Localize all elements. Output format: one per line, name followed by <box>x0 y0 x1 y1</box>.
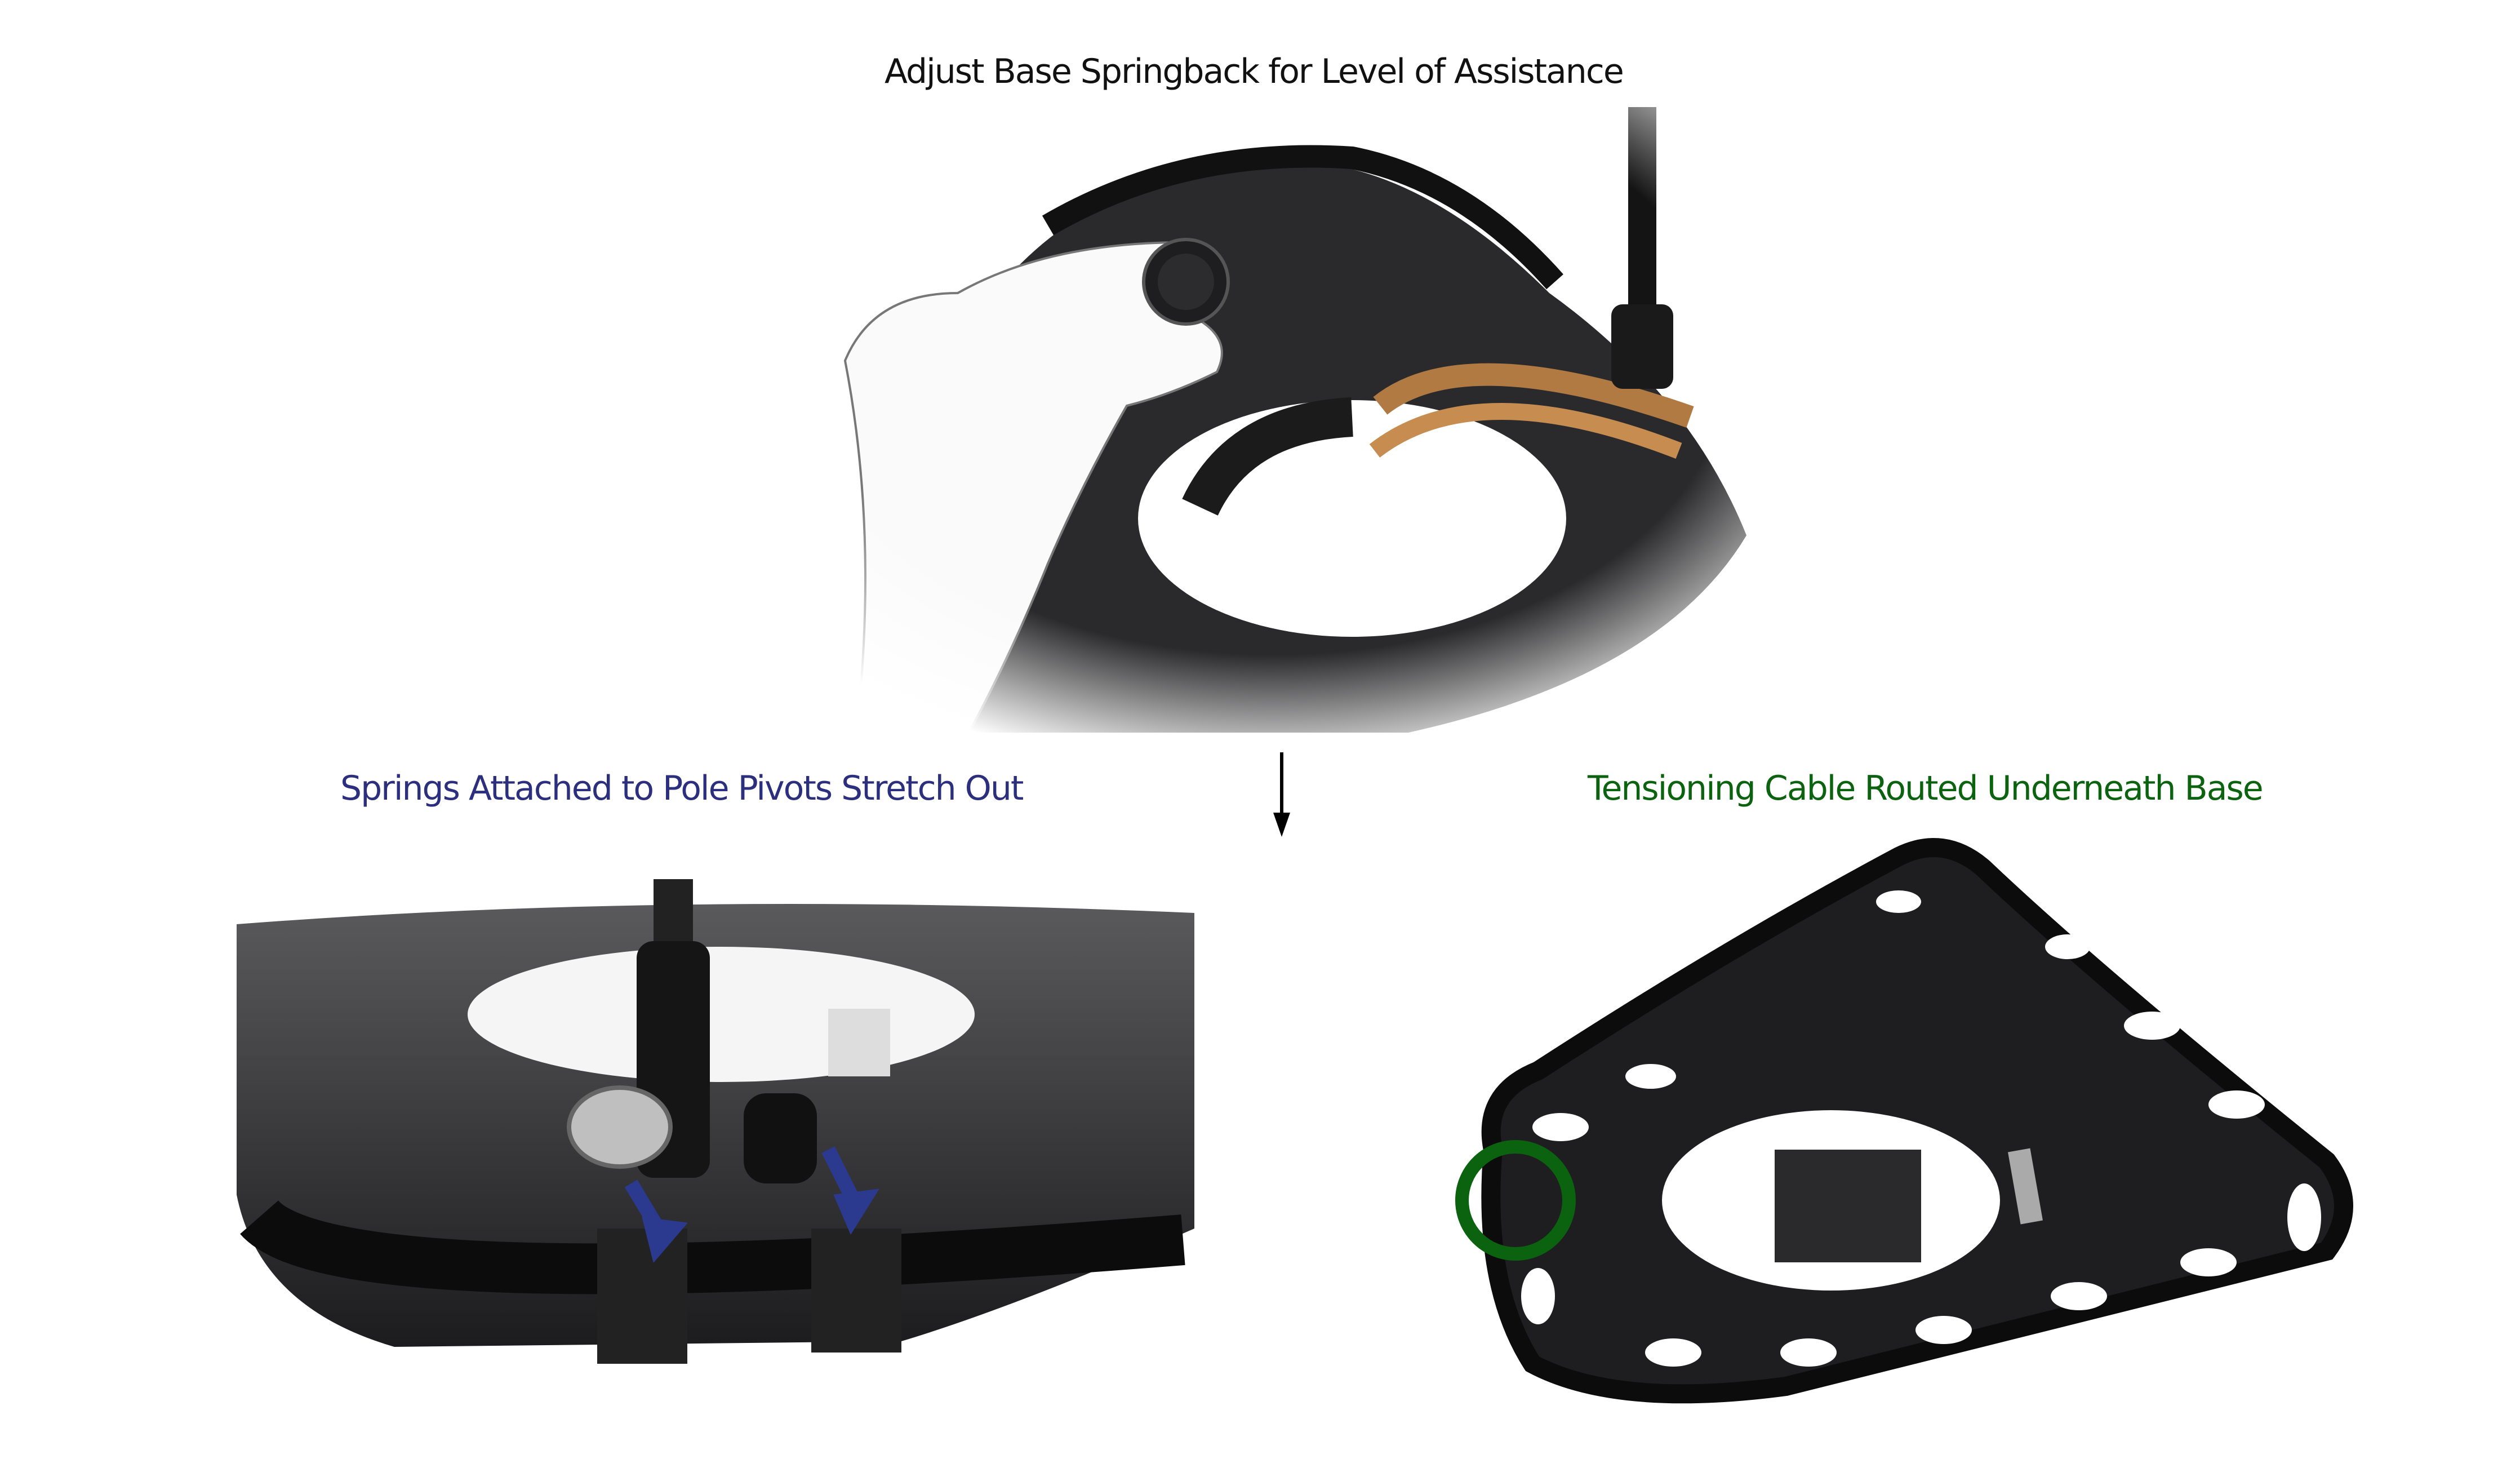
down-arrow-icon <box>1273 752 1290 837</box>
base-underside-render <box>1455 838 2353 1404</box>
cable-caption: Tensioning Cable Routed Underneath Base <box>1588 769 2264 808</box>
springs-caption: Springs Attached to Pole Pivots Stretch … <box>340 769 1024 808</box>
knob-adjust-render <box>732 107 1814 744</box>
highlight-circle <box>1455 1140 1576 1261</box>
stretch-direction-arrows <box>624 1146 879 1263</box>
spring-pivot-render <box>237 879 1194 1364</box>
diagram-title: Adjust Base Springback for Level of Assi… <box>885 52 1624 91</box>
